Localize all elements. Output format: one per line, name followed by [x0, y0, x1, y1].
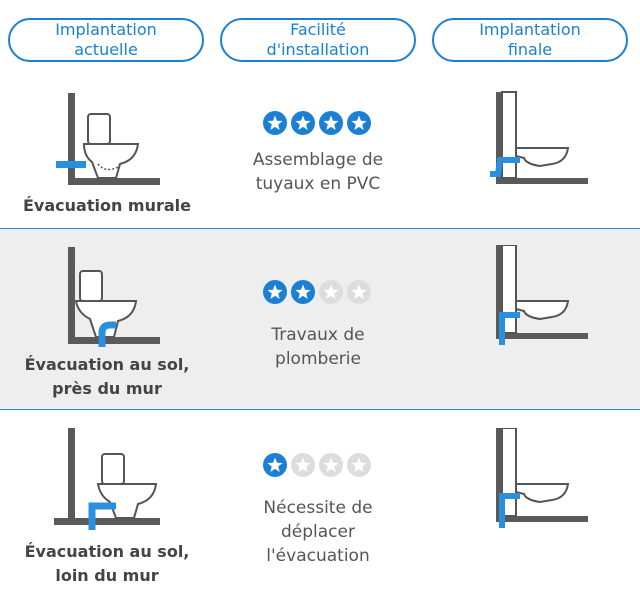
description-line2: plomberie — [275, 349, 361, 369]
star-shape — [295, 115, 311, 130]
row-description: Travaux de plomberie — [214, 323, 422, 371]
row-label-line2: loin du mur — [55, 566, 159, 585]
header-current-line1: Implantation — [55, 20, 157, 39]
star-shape — [267, 115, 283, 130]
row-label-line1: Évacuation au sol, — [24, 542, 190, 561]
star-shape — [295, 457, 311, 472]
description-line1: Travaux de — [271, 325, 365, 345]
star-shape — [295, 284, 311, 299]
header-final-line2: finale — [507, 40, 553, 59]
row-label-line2: près du mur — [52, 379, 162, 398]
star-shape — [267, 284, 283, 299]
star-shape — [351, 115, 367, 130]
row-label-line1: Évacuation murale — [23, 196, 191, 215]
row-label: Évacuation murale — [0, 194, 214, 218]
description-line1: Nécessite de — [263, 498, 373, 518]
header-final-line1: Implantation — [479, 20, 581, 39]
wall-hung-toilet-icon — [496, 245, 588, 345]
description-line2: déplacer — [281, 522, 355, 542]
header-current-line2: actuelle — [74, 40, 138, 59]
star-shape — [351, 284, 367, 299]
star-shape — [351, 457, 367, 472]
star-shape — [323, 284, 339, 299]
row-description: Assemblage de tuyaux en PVC — [214, 148, 422, 196]
star-shape — [323, 457, 339, 472]
rating-stars — [263, 280, 371, 304]
row-floor-near-wall: Évacuation au sol, près du mur Travaux d… — [0, 228, 640, 410]
star-shape — [323, 115, 339, 130]
row-description: Nécessite de déplacer l'évacuation — [214, 496, 422, 568]
floor-standing-toilet-icon — [54, 428, 160, 530]
description-line1: Assemblage de — [252, 150, 384, 170]
star-shape — [267, 457, 283, 472]
row-wall-outlet: Évacuation murale Assemblage de tuyaux e… — [0, 80, 640, 228]
description-line3: l'évacuation — [266, 546, 370, 566]
row-label: Évacuation au sol, loin du mur — [0, 540, 214, 588]
row-label-line1: Évacuation au sol, — [24, 355, 190, 374]
header-ease-line1: Facilité — [290, 20, 346, 39]
rating-stars — [263, 453, 371, 477]
description-line2: tuyaux en PVC — [255, 174, 381, 194]
floor-standing-toilet-icon — [56, 93, 160, 185]
header-ease-line2: d'installation — [266, 40, 370, 59]
row-label: Évacuation au sol, près du mur — [0, 353, 214, 401]
rating-stars — [263, 111, 371, 135]
wall-hung-toilet-icon — [490, 91, 588, 184]
wall-hung-toilet-icon — [496, 428, 588, 528]
floor-standing-toilet-icon — [68, 247, 160, 347]
row-floor-far-wall: Évacuation au sol, loin du mur Nécessite… — [0, 410, 640, 600]
